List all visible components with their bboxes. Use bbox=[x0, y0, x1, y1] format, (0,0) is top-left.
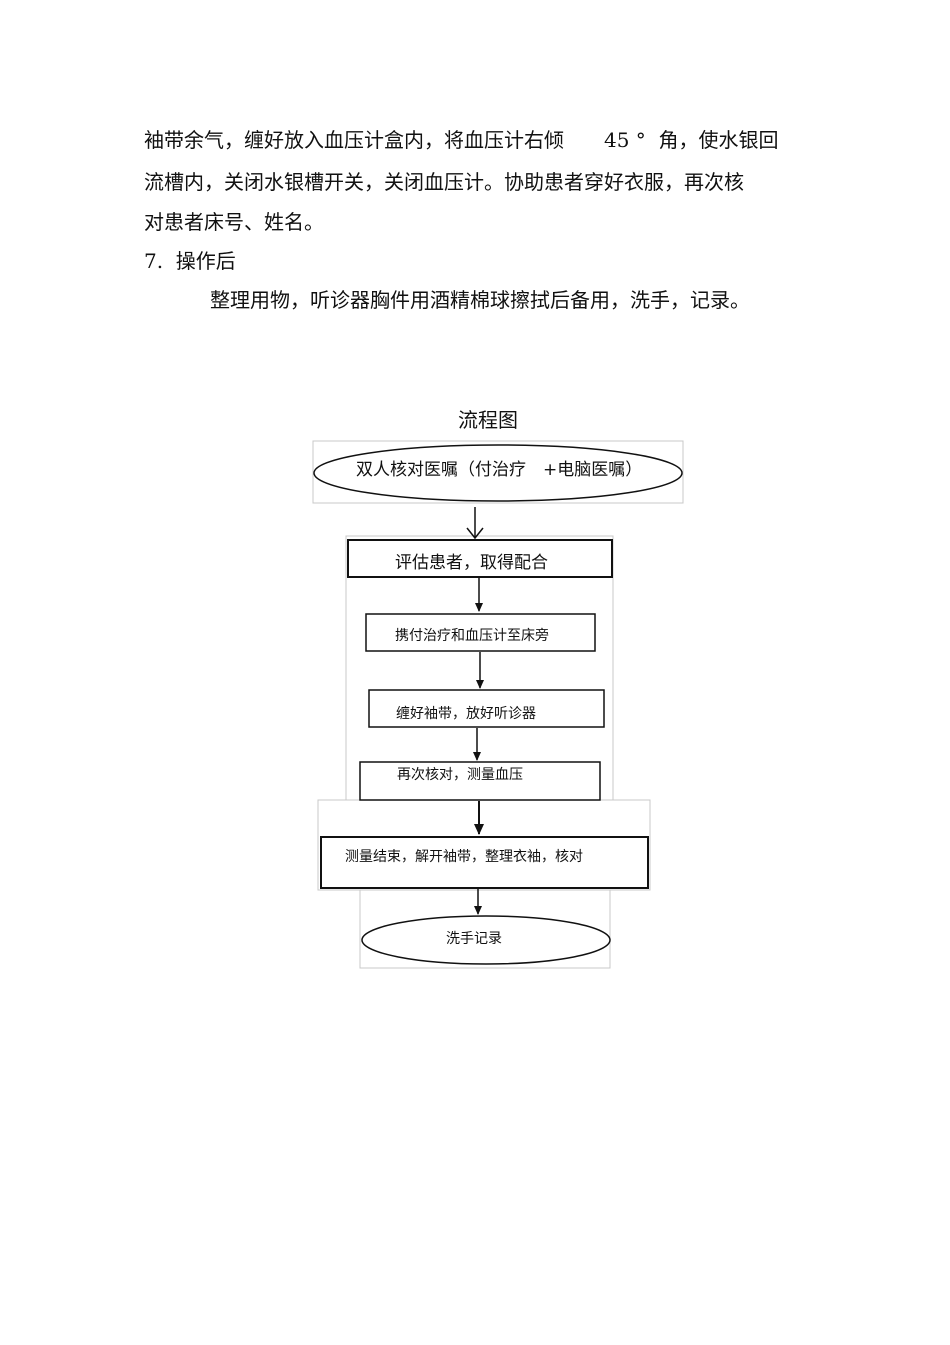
step-3-label: 携付治疗和血压计至床旁 bbox=[395, 628, 549, 644]
body-line-3: 对患者床号、姓名。 bbox=[144, 210, 324, 234]
arrow-3-head bbox=[476, 680, 484, 689]
step-1-label: 双人核对医嘱（付治疗 +电脑医嘱） bbox=[356, 460, 643, 480]
arrow-6-head bbox=[474, 906, 482, 915]
step-6-box bbox=[320, 836, 649, 889]
arrow-2-head bbox=[475, 603, 483, 612]
step-5-label: 再次核对，测量血压 bbox=[397, 767, 523, 783]
step-1-ellipse bbox=[313, 444, 683, 502]
flowchart-title: 流程图 bbox=[458, 408, 518, 432]
body-line-1: 袖带余气，缠好放入血压计盒内，将血压计右倾 45 ° 角，使水银回 bbox=[144, 128, 779, 152]
step-4-label: 缠好袖带，放好听诊器 bbox=[396, 706, 536, 722]
step-6-label: 测量结束，解开袖带，整理衣袖，核对 bbox=[345, 849, 583, 865]
step-5-box bbox=[359, 761, 601, 801]
arrow-4-head bbox=[473, 752, 481, 761]
body-line-2: 流槽内，关闭水银槽开关，关闭血压计。协助患者穿好衣服，再次核 bbox=[144, 170, 744, 194]
step-7-ellipse bbox=[361, 915, 611, 965]
section-heading: 7. 操作后 bbox=[144, 249, 236, 273]
arrow-1-head bbox=[466, 527, 484, 540]
step-3-box bbox=[365, 613, 596, 652]
step-4-box bbox=[368, 689, 605, 728]
body-paragraph: 整理用物，听诊器胸件用酒精棉球擦拭后备用，洗手，记录。 bbox=[210, 288, 750, 312]
step-2-box bbox=[347, 539, 613, 578]
step-7-label: 洗手记录 bbox=[446, 931, 502, 947]
arrow-5-head bbox=[474, 824, 484, 835]
step-2-label: 评估患者，取得配合 bbox=[395, 553, 548, 573]
